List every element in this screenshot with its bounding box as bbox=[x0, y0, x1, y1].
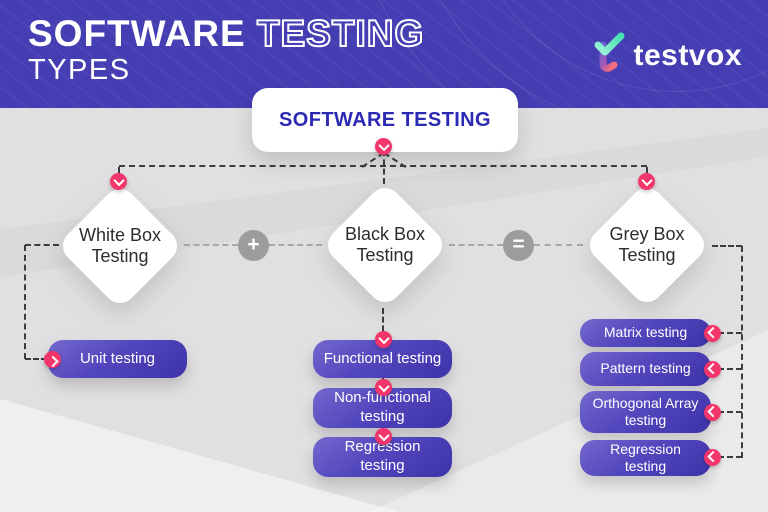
operator-equals: = bbox=[503, 230, 534, 261]
chevron-down-icon bbox=[112, 174, 125, 186]
diamond-grey-box-testing: Grey Box Testing bbox=[583, 181, 711, 309]
brand-name-text: testvox bbox=[633, 38, 742, 72]
pill-pattern-testing: Pattern testing bbox=[580, 352, 711, 386]
title-line: SOFTWARE TESTING bbox=[28, 12, 425, 55]
operator-plus: + bbox=[238, 230, 269, 261]
pill-orthogonal-array-testing: Orthogonal Array testing bbox=[580, 391, 711, 433]
connector-pattern bbox=[718, 368, 742, 370]
pill-unit-testing: Unit testing bbox=[48, 340, 187, 378]
pill-label: Regression testing bbox=[610, 440, 681, 475]
header-banner: SOFTWARE TESTING TYPES bbox=[0, 0, 768, 108]
connector-whitebox-left bbox=[25, 244, 59, 246]
diamond-white-box-testing: White Box Testing bbox=[56, 182, 184, 310]
connector-matrix bbox=[718, 332, 742, 334]
diamond-label: Black Box Testing bbox=[320, 224, 450, 266]
diamond-label: White Box Testing bbox=[55, 225, 185, 267]
chevron-down-icon bbox=[377, 429, 390, 441]
node-regression-testing-right bbox=[704, 449, 721, 466]
plus-symbol: + bbox=[247, 233, 260, 256]
connector-orthogonal bbox=[718, 411, 742, 413]
diamond-label-line2: Testing bbox=[91, 246, 149, 266]
link-equals-greybox bbox=[534, 244, 583, 246]
diamond-label: Grey Box Testing bbox=[582, 224, 712, 266]
pill-regression-testing-right: Regression testing bbox=[580, 440, 711, 476]
connector-blackbox-down bbox=[382, 308, 384, 340]
pill-label: Matrix testing bbox=[603, 324, 688, 341]
connector-whitebox-drop bbox=[118, 167, 120, 177]
connector-whitebox-vertical bbox=[24, 245, 26, 359]
node-unit-testing bbox=[44, 351, 61, 368]
node-grey-box bbox=[638, 173, 655, 190]
connector-root-drop bbox=[383, 150, 385, 184]
connector-greybox-vertical bbox=[741, 246, 743, 458]
root-node-label: SOFTWARE TESTING bbox=[279, 108, 491, 131]
connector-greybox-drop bbox=[646, 167, 648, 177]
node-non-functional-testing bbox=[375, 379, 392, 396]
chevron-left-icon bbox=[706, 326, 719, 338]
chevron-down-icon bbox=[377, 139, 390, 151]
node-white-box bbox=[110, 173, 127, 190]
pill-matrix-testing: Matrix testing bbox=[580, 319, 711, 347]
node-orthogonal-array-testing bbox=[704, 404, 721, 421]
pill-label: Orthogonal Array testing bbox=[592, 394, 699, 429]
chevron-down-icon bbox=[377, 380, 390, 392]
pill-label: Unit testing bbox=[79, 349, 156, 367]
equals-symbol: = bbox=[512, 233, 525, 256]
diamond-label-line1: Black Box bbox=[344, 223, 426, 244]
node-regression-testing-middle bbox=[375, 428, 392, 445]
pill-label: Pattern testing bbox=[600, 360, 691, 377]
title-solid-text: SOFTWARE bbox=[28, 13, 246, 54]
title-subtitle: TYPES bbox=[28, 53, 131, 86]
pill-label: Functional testing bbox=[323, 349, 442, 367]
node-matrix-testing bbox=[704, 325, 721, 342]
connector-regression-right bbox=[718, 456, 742, 458]
page-title: SOFTWARE TESTING TYPES bbox=[28, 12, 425, 86]
diamond-label-line2: Testing bbox=[356, 245, 414, 265]
diamond-label-line1: White Box bbox=[78, 224, 162, 245]
title-outline-text: TESTING bbox=[256, 12, 425, 55]
link-plus-blackbox bbox=[269, 244, 322, 246]
connector-unit-testing bbox=[25, 358, 47, 360]
node-pattern-testing bbox=[704, 361, 721, 378]
chevron-down-icon bbox=[640, 174, 653, 186]
link-whitebox-plus bbox=[184, 244, 238, 246]
chevron-left-icon bbox=[706, 450, 719, 462]
diamond-label-line2: Testing bbox=[618, 245, 676, 265]
pill-functional-testing: Functional testing bbox=[313, 340, 452, 378]
chevron-left-icon bbox=[706, 405, 719, 417]
node-functional-testing bbox=[375, 331, 392, 348]
chevron-down-icon bbox=[377, 332, 390, 344]
diamond-black-box-testing: Black Box Testing bbox=[321, 181, 449, 309]
diamond-label-line1: Grey Box bbox=[609, 223, 685, 244]
testvox-logo-icon bbox=[593, 32, 625, 79]
chevron-right-icon bbox=[46, 355, 59, 367]
connector-greybox-right bbox=[712, 245, 742, 247]
root-node-software-testing: SOFTWARE TESTING bbox=[252, 88, 518, 152]
brand-logo: testvox bbox=[593, 32, 742, 79]
link-blackbox-equals bbox=[449, 244, 503, 246]
node-root bbox=[375, 138, 392, 155]
chevron-left-icon bbox=[706, 362, 719, 374]
